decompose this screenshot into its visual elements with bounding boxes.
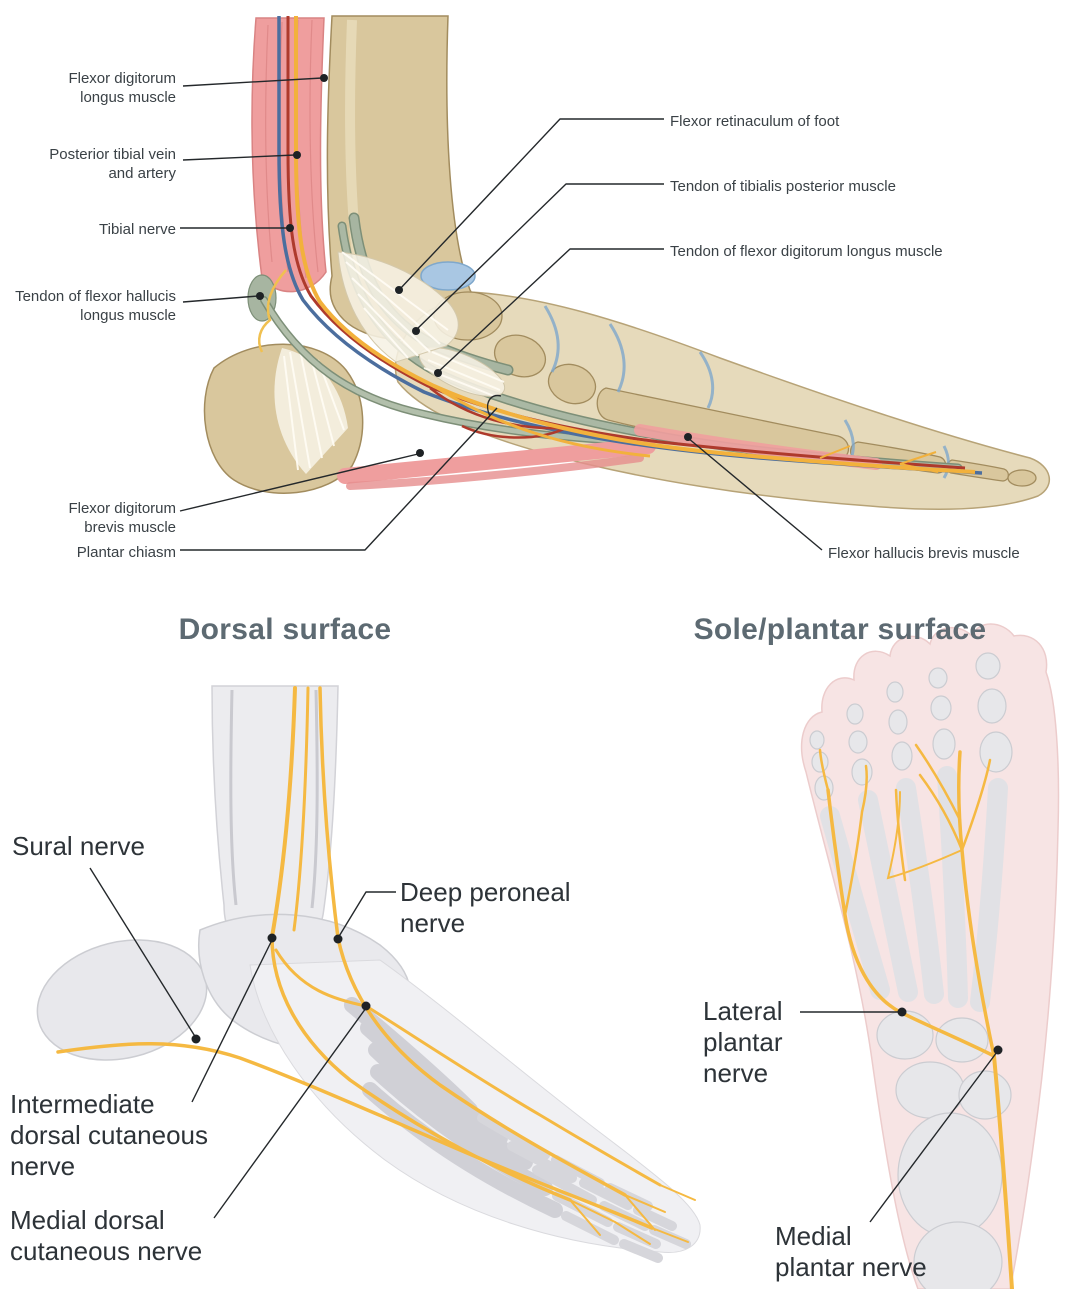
label-medial-plantar-nerve: Medial plantar nerve [775, 1221, 927, 1283]
plantar-chiasm-hook [486, 394, 502, 417]
plantar-foot-illustration [800, 623, 1060, 1289]
plantar-surface-heading: Sole/plantar surface [693, 613, 987, 646]
label-tendon-tibialis-posterior: Tendon of tibialis posterior muscle [670, 178, 896, 195]
label-tibial-nerve: Tibial nerve [99, 221, 176, 238]
joint-cartilage-lines [543, 305, 950, 479]
label-medial-dorsal-cutaneous-nerve: Medial dorsal cutaneous nerve [10, 1205, 203, 1267]
tibial-nerve-path [258, 16, 976, 474]
label-flexor-hallucis-brevis-muscle: Flexor hallucis brevis muscle [828, 545, 1020, 562]
plantar-nerves [818, 743, 1014, 1289]
flexor-digitorum-brevis-shape [337, 438, 656, 490]
plantar-toe-bones [809, 652, 1013, 801]
label-deep-peroneal-nerve: Deep peroneal nerve [400, 877, 571, 939]
label-flexor-digitorum-brevis-muscle: Flexor digitorum brevis muscle [68, 500, 176, 537]
label-flexor-retinaculum: Flexor retinaculum of foot [670, 113, 840, 130]
label-intermediate-dorsal-cutaneous-nerve: Intermediate dorsal cutaneous nerve [10, 1089, 209, 1182]
calcaneus-bone [203, 343, 364, 494]
label-flexor-digitorum-longus-muscle: Flexor digitorum longus muscle [68, 70, 176, 107]
flexor-retinaculum-shape [337, 251, 459, 363]
leader-lines [89, 77, 998, 1223]
label-posterior-tibial-vein-artery: Posterior tibial vein and artery [49, 146, 176, 183]
label-tendon-flexor-hallucis-longus: Tendon of flexor hallucis longus muscle [15, 288, 176, 325]
label-sural-nerve: Sural nerve [12, 831, 145, 861]
dorsal-foot-illustration [36, 685, 701, 1263]
plantar-tarsal-bones [876, 1010, 1012, 1289]
leader-dots [191, 74, 1003, 1055]
dorsal-surface-heading: Dorsal surface [178, 613, 392, 646]
ankle-cartilage [420, 261, 476, 291]
dorsal-heel-bone [36, 939, 208, 1061]
plantar-metatarsal-bones [820, 766, 1008, 1012]
label-lateral-plantar-nerve: Lateral plantar nerve [703, 996, 783, 1089]
dorsal-nerves [56, 686, 696, 1245]
medial-foot-illustration [203, 15, 1051, 510]
label-plantar-chiasm: Plantar chiasm [76, 544, 176, 561]
label-tendon-flexor-digitorum-longus: Tendon of flexor digitorum longus muscle [670, 243, 943, 260]
